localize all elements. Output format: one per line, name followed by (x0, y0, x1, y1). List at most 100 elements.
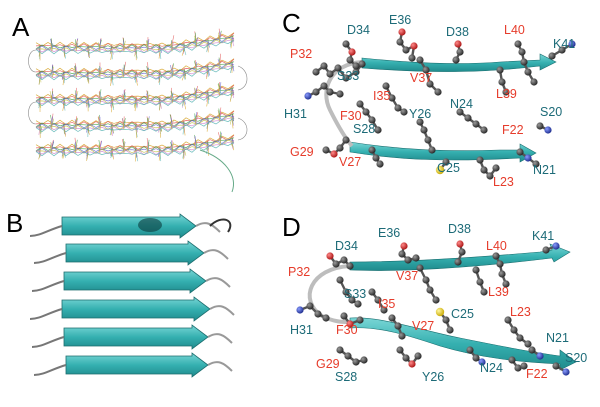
panel-label-d: D (282, 212, 301, 242)
side-chain-tick (183, 48, 187, 56)
ensemble-strand (35, 65, 235, 80)
atom (322, 146, 330, 154)
side-chain-tick (73, 66, 77, 75)
beta-strand-arrow (63, 324, 209, 350)
res-label: L39 (496, 87, 517, 101)
atom (528, 346, 536, 354)
side-chain-tick (229, 93, 233, 102)
ensemble-strand (35, 138, 235, 153)
res-label: P32 (290, 47, 312, 61)
atom (416, 264, 424, 272)
side-chain-tick (147, 143, 150, 153)
side-chain-tick (217, 90, 221, 96)
atom (532, 160, 540, 168)
beta-strand-lower-d (349, 317, 577, 371)
side-chain-tick (195, 142, 198, 149)
res-label: D34 (347, 23, 370, 37)
atom (346, 320, 354, 328)
beta-strand-arrow (65, 352, 209, 378)
ensemble-strand (35, 61, 235, 76)
side-chain-tick (183, 127, 186, 136)
atom (464, 114, 472, 122)
ensemble-strand (35, 139, 235, 154)
side-chain-tick (51, 118, 55, 127)
side-chain-tick (135, 127, 139, 133)
side-chain-tick (122, 67, 125, 77)
side-chain-tick (38, 153, 41, 160)
side-chain-tick (146, 46, 149, 52)
atom (434, 88, 442, 96)
res-label: S33 (337, 69, 359, 83)
side-chain-tick (217, 132, 221, 139)
res-label: Y26 (409, 107, 431, 121)
atom (314, 310, 322, 318)
res-label: V27 (412, 319, 434, 333)
side-chain-tick (218, 83, 221, 90)
res-label: E36 (389, 13, 411, 27)
side-chain-tick (146, 96, 149, 104)
ensemble-strand (35, 113, 235, 128)
ensemble-strand (35, 141, 235, 156)
atom (456, 48, 464, 56)
ensemble-loop (199, 149, 234, 193)
side-chain-tick (51, 43, 54, 51)
ensemble-strand (35, 63, 235, 78)
side-chain-tick (217, 84, 221, 93)
atom (424, 136, 432, 144)
ensemble-strand (35, 117, 235, 132)
atom (524, 68, 532, 76)
ensemble-strand (35, 87, 235, 102)
side-chain-tick (135, 151, 138, 157)
side-chain-tick (110, 129, 113, 136)
atom (344, 352, 352, 360)
atom (322, 314, 330, 322)
side-chain-tick (50, 120, 53, 130)
panel-label-c: C (282, 8, 301, 38)
side-chain-tick (218, 32, 221, 41)
ensemble-strand (35, 84, 235, 100)
side-chain-tick (51, 72, 55, 78)
side-chain-tick (111, 153, 115, 160)
side-chain-tick (207, 147, 210, 156)
side-chain-tick (63, 51, 65, 58)
atom (380, 306, 388, 314)
atom (520, 362, 528, 370)
side-chain-tick (218, 108, 221, 116)
res-label: D34 (335, 239, 358, 253)
side-chain-tick (231, 91, 234, 99)
res-label: V27 (339, 155, 361, 169)
side-chain-tick (63, 129, 66, 137)
atom (400, 108, 408, 116)
side-chain-tick (230, 38, 233, 45)
side-chain-tick (63, 46, 66, 53)
ensemble-strand (35, 58, 235, 74)
atom (466, 346, 474, 354)
side-chain-tick (231, 143, 235, 151)
side-chain-tick (206, 123, 209, 132)
res-label: H31 (290, 323, 313, 337)
atom (398, 332, 406, 340)
side-chain-tick (135, 124, 138, 131)
ensemble-loop (237, 117, 248, 141)
atom (492, 252, 500, 260)
atom (502, 280, 510, 288)
res-label: F22 (502, 123, 524, 137)
coil-tail (33, 364, 67, 376)
side-chain-tick (51, 94, 54, 102)
ensemble-strand (35, 110, 235, 126)
res-label: G29 (316, 357, 340, 371)
res-label: D38 (448, 222, 471, 236)
res-label: S28 (335, 370, 357, 384)
atom (374, 126, 382, 134)
atom (394, 322, 402, 330)
side-chain-tick (122, 122, 125, 130)
atom (342, 40, 350, 48)
atom (320, 82, 328, 90)
ensemble-strand (35, 58, 235, 75)
atom (478, 358, 486, 366)
side-chain-tick (206, 71, 209, 80)
coil-tail (203, 249, 229, 260)
side-chain-tick (110, 77, 113, 87)
atom (320, 62, 328, 70)
side-chain-tick (135, 129, 138, 139)
